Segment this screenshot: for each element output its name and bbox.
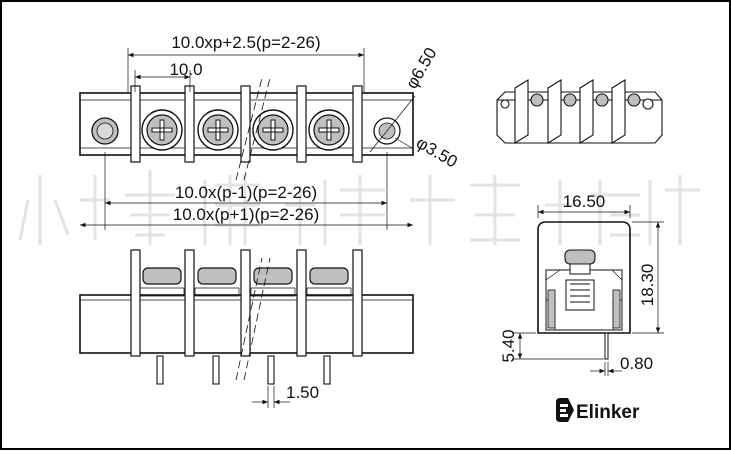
dim-pin-thickness: 0.80 bbox=[590, 354, 653, 376]
brand-logo: Elinker bbox=[556, 398, 640, 423]
side-width-label: 16.50 bbox=[563, 192, 606, 211]
top-view bbox=[79, 77, 414, 181]
mount-span-1-label: 10.0x(p-1)(p=2-26) bbox=[175, 183, 317, 202]
dim-side-width: 16.50 bbox=[537, 192, 631, 218]
pitch-label: 10.0 bbox=[169, 60, 202, 79]
hole-large-label: φ6.50 bbox=[402, 44, 441, 92]
dim-side-height: 18.30 bbox=[632, 221, 664, 334]
isometric-view bbox=[496, 79, 663, 144]
pin-width-label: 1.50 bbox=[286, 383, 319, 402]
mount-span-2-label: 10.0x(p+1)(p=2-26) bbox=[173, 205, 319, 224]
side-height-label: 18.30 bbox=[638, 264, 657, 307]
side-view-body bbox=[537, 221, 631, 334]
front-view-caps bbox=[139, 267, 352, 297]
dim-pitch: 10.0 bbox=[134, 60, 203, 92]
dim-pin-length: 5.40 bbox=[499, 329, 604, 363]
dim-mount-spans: 10.0x(p-1)(p=2-26) 10.0x(p+1)(p=2-26) bbox=[80, 152, 413, 230]
pin-length-label: 5.40 bbox=[499, 329, 518, 362]
front-view-barriers bbox=[130, 249, 363, 357]
brand-name: Elinker bbox=[576, 402, 640, 423]
hole-small-label: φ3.50 bbox=[413, 133, 461, 172]
dim-holes: φ6.50 φ3.50 bbox=[369, 44, 461, 172]
dim-pin-width: 1.50 bbox=[252, 383, 319, 408]
front-view-pins bbox=[156, 355, 331, 385]
side-view bbox=[537, 221, 631, 360]
top-view-barriers bbox=[130, 85, 363, 163]
front-view bbox=[79, 249, 414, 385]
dim-overall-length: 10.0xp+2.5(p=2-26) bbox=[127, 33, 365, 92]
overall-length-label: 10.0xp+2.5(p=2-26) bbox=[171, 33, 320, 52]
top-view-screws bbox=[141, 109, 350, 151]
pin-thickness-label: 0.80 bbox=[620, 354, 653, 373]
